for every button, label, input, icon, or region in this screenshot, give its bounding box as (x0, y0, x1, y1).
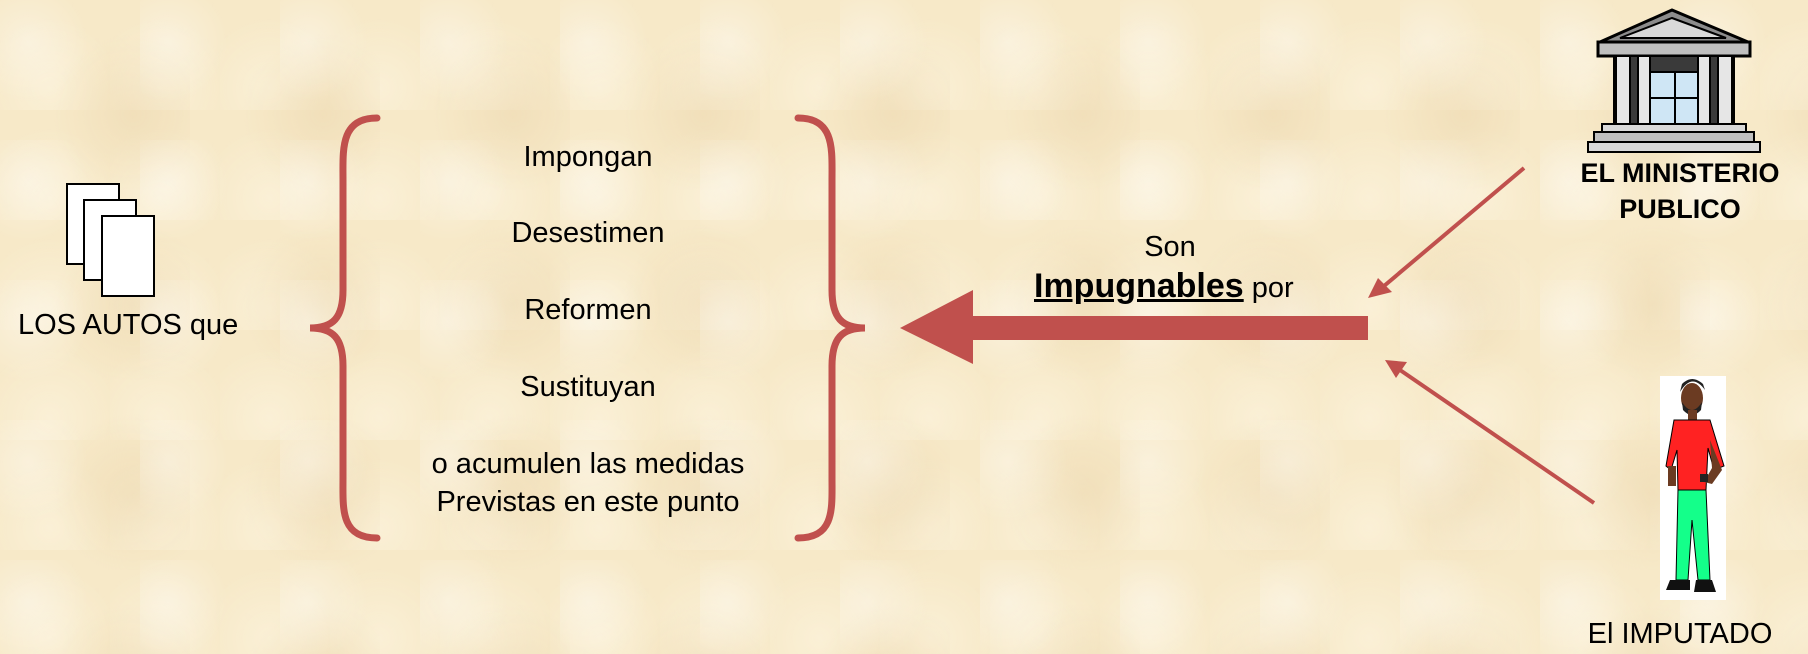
imputado-label: El IMPUTADO (1587, 618, 1773, 650)
main-arrow (900, 290, 1368, 364)
right-brace (794, 114, 866, 542)
subject-label: LOS AUTOS que (18, 309, 239, 341)
action-previstas: Previstas en este punto (436, 486, 740, 518)
arrow-from-imputado (1385, 360, 1596, 505)
ministerio-label-1: EL MINISTERIO (1580, 158, 1780, 188)
action-desestimen: Desestimen (511, 217, 665, 249)
relation-son: Son (1144, 231, 1196, 263)
action-sustituyan: Sustituyan (520, 371, 656, 403)
documents-icon (66, 183, 155, 297)
action-impongan: Impongan (523, 141, 653, 173)
ministerio-label-2: PUBLICO (1619, 194, 1741, 224)
courthouse-icon (1587, 8, 1761, 153)
arrow-from-ministerio (1368, 166, 1526, 298)
relation-line: Impugnables por (1034, 267, 1294, 306)
action-acumulen: o acumulen las medidas (431, 448, 745, 480)
action-reformen: Reformen (524, 294, 652, 326)
relation-suffix: por (1251, 272, 1294, 304)
relation-emphasis: Impugnables (1034, 267, 1244, 305)
left-brace (309, 114, 381, 542)
person-icon (1660, 376, 1726, 600)
